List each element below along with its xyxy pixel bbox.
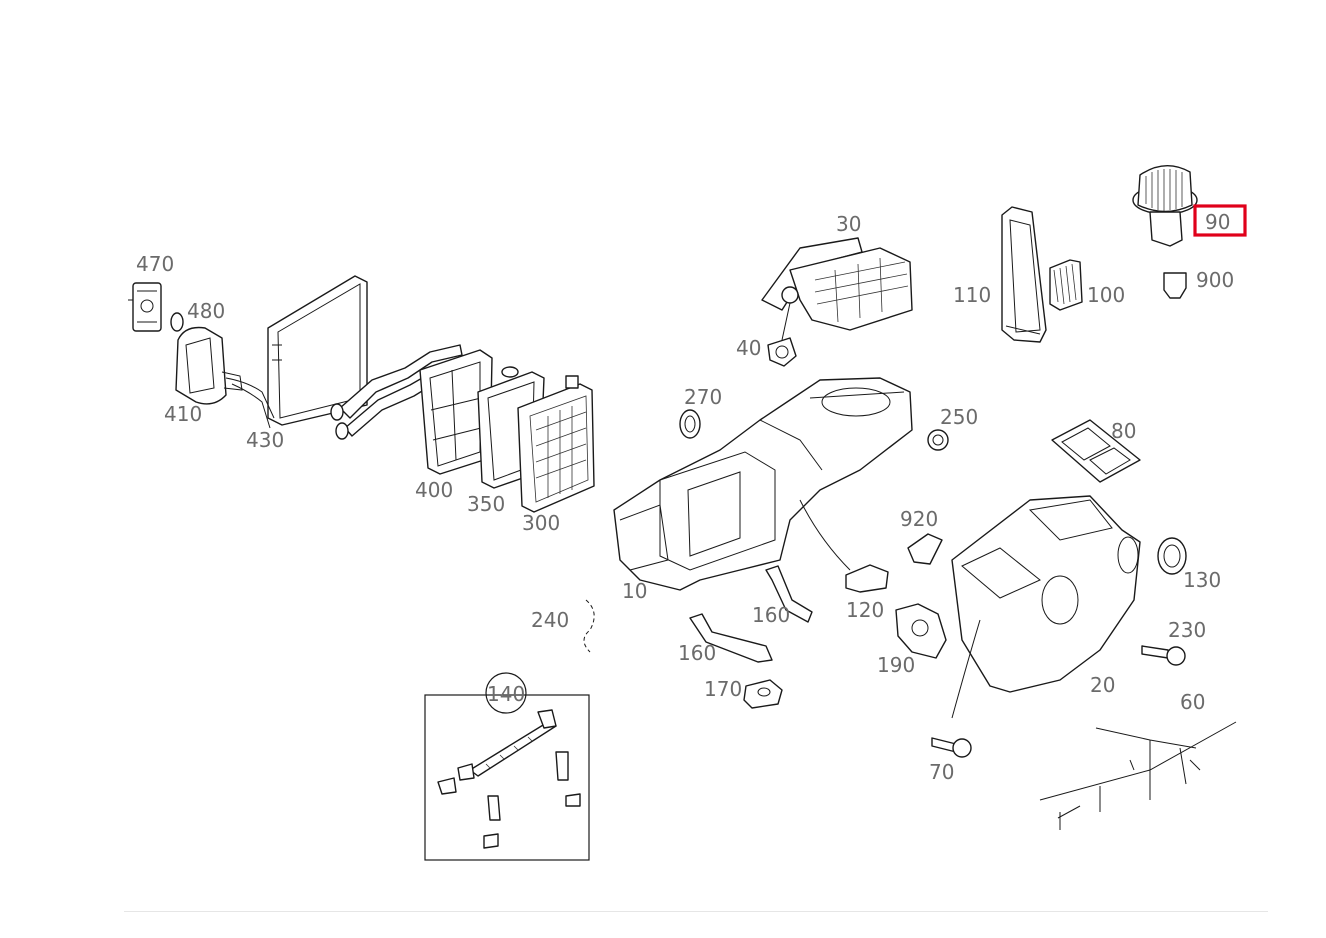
part-lower-housing [951,495,1141,719]
callout-480[interactable]: 480 [187,299,225,323]
callout-160-b[interactable]: 160 [678,641,716,665]
part-blower-plug [1163,272,1187,299]
part-clip [743,679,783,709]
part-cabin-filter [517,375,595,513]
callout-160-a[interactable]: 160 [752,603,790,627]
part-bracket [583,599,595,653]
part-drain-hose-a [765,565,813,623]
callout-70[interactable]: 70 [929,760,954,784]
callout-90[interactable]: 90 [1205,210,1230,234]
callout-60[interactable]: 60 [1180,690,1205,714]
part-wiring-harness [1039,721,1237,830]
part-o-ring [170,312,184,332]
callout-920[interactable]: 920 [900,507,938,531]
part-seal-ring [679,409,701,439]
part-evaporator-cover [175,326,243,405]
part-label-sticker [907,533,943,565]
callout-100[interactable]: 100 [1087,283,1125,307]
callout-410[interactable]: 410 [164,402,202,426]
callout-labels: 470 480 410 430 400 350 300 30 40 110 10… [136,204,1247,784]
part-drain-hose-b [689,613,773,663]
callout-30[interactable]: 30 [836,212,861,236]
part-blower-resistor [1049,259,1083,311]
callout-300[interactable]: 300 [522,511,560,535]
part-screw-70 [931,737,972,758]
callout-140[interactable]: 140 [487,682,525,706]
callout-190[interactable]: 190 [877,653,915,677]
inset-frame-140 [424,672,590,861]
callout-430[interactable]: 430 [246,428,284,452]
part-actuator-motor [895,603,947,659]
callout-40[interactable]: 40 [736,336,761,360]
callout-900[interactable]: 900 [1196,268,1234,292]
part-upper-distribution-housing [761,237,913,341]
callout-130[interactable]: 130 [1183,568,1221,592]
part-actuator [799,499,889,593]
part-gasket [1051,419,1141,483]
part-main-housing [613,377,913,591]
callout-270[interactable]: 270 [684,385,722,409]
callout-250[interactable]: 250 [940,405,978,429]
callout-110[interactable]: 110 [953,283,991,307]
highlight-box [1193,204,1247,237]
part-cap [767,337,797,367]
callout-10[interactable]: 10 [622,579,647,603]
part-blower-motor [1132,165,1198,247]
callout-400[interactable]: 400 [415,478,453,502]
callout-80[interactable]: 80 [1111,419,1136,443]
callout-350[interactable]: 350 [467,492,505,516]
callout-470[interactable]: 470 [136,252,174,276]
part-expansion-valve [128,282,162,332]
part-screw-230 [1141,645,1186,666]
callout-20[interactable]: 20 [1090,673,1115,697]
callout-240[interactable]: 240 [531,608,569,632]
part-evaporator-core [225,275,368,429]
bottom-divider [124,911,1268,912]
callout-170[interactable]: 170 [704,677,742,701]
callout-120[interactable]: 120 [846,598,884,622]
part-air-duct [1001,206,1047,343]
callout-230[interactable]: 230 [1168,618,1206,642]
part-duct-ring [1157,537,1187,575]
part-grommet [927,429,949,451]
